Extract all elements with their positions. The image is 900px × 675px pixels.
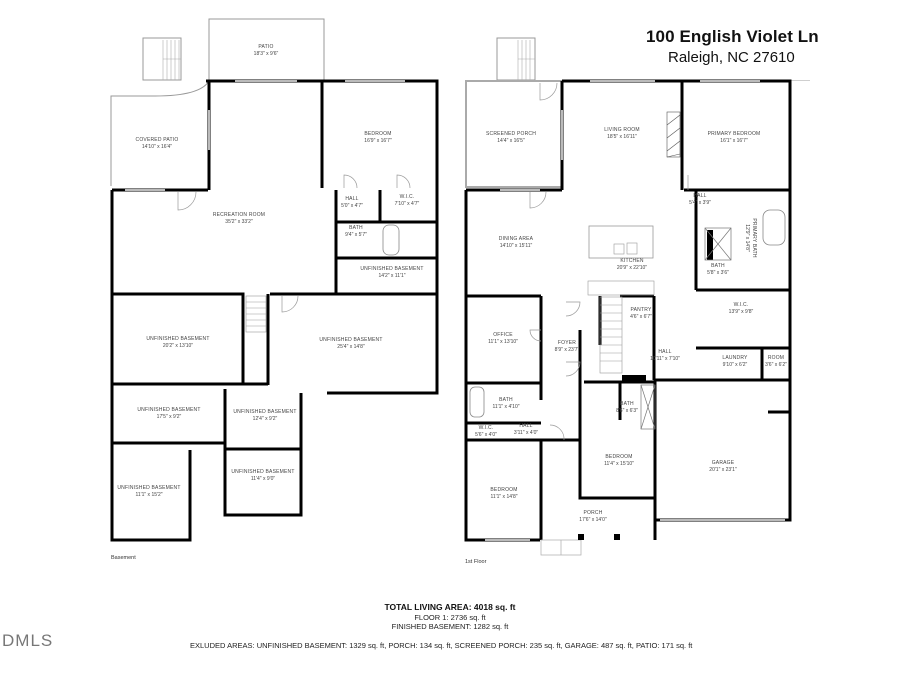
floor-label-first-floor: 1st Floor	[465, 559, 487, 565]
total-living-area: TOTAL LIVING AREA: 4018 sq. ft	[384, 602, 516, 612]
floor1-area: FLOOR 1: 2736 sq. ft	[414, 613, 486, 622]
property-city: Raleigh, NC 27610	[668, 49, 795, 66]
excluded-areas: EXLUDED AREAS: UNFINISHED BASEMENT: 1329…	[190, 641, 693, 650]
basement-plan	[110, 18, 439, 542]
room-label-basement-wic: W.I.C.7'10" x 4'7"	[394, 194, 420, 207]
room-label-primary-wic: W.I.C.13'9" x 9'8"	[728, 302, 754, 315]
room-label-front-wic: W.I.C.5'6" x 4'0"	[475, 425, 497, 438]
finished-basement-area: FINISHED BASEMENT: 1282 sq. ft	[391, 622, 509, 631]
mls-logo: DMLS	[2, 631, 54, 650]
first-floor-plan	[464, 37, 792, 556]
floor-label-basement: Basement	[111, 555, 136, 561]
property-address: 100 English Violet Ln	[646, 27, 819, 46]
